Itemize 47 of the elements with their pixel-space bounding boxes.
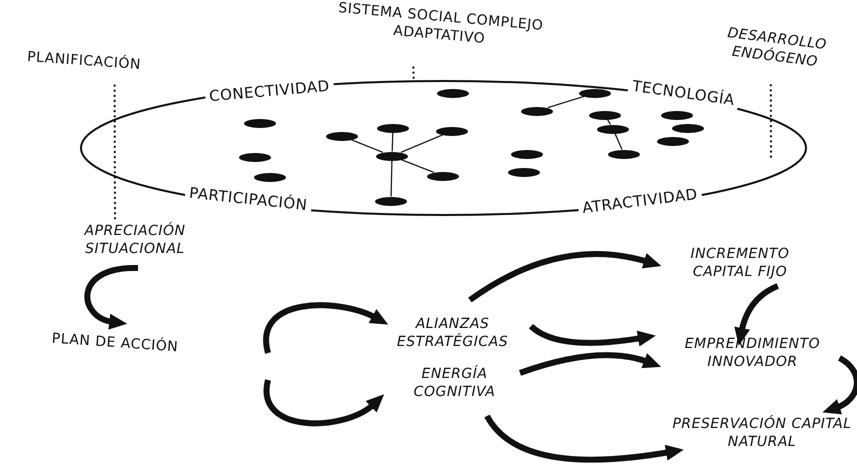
node-dot bbox=[326, 132, 358, 140]
concept-label: PLANIFICACIÓN bbox=[4, 46, 164, 76]
curved-arrow bbox=[263, 302, 389, 354]
connector-line bbox=[390, 160, 392, 197]
node-dot bbox=[437, 88, 469, 98]
concept-label: SISTEMA SOCIAL COMPLEJO ADAPTATIVO bbox=[328, 0, 552, 54]
curved-arrow bbox=[468, 251, 662, 302]
concept-label: EMPRENDIMIENTO INNOVADOR bbox=[660, 335, 845, 371]
dotted-line bbox=[770, 84, 772, 160]
concept-label: ENERGÍA COGNITIVA bbox=[392, 365, 517, 401]
curved-arrow bbox=[529, 324, 656, 346]
concept-label: PLAN DE ACCIÓN bbox=[30, 328, 200, 358]
node-dot bbox=[608, 150, 640, 158]
node-dot bbox=[508, 168, 540, 176]
curved-arrow bbox=[822, 355, 857, 414]
node-dot bbox=[521, 106, 553, 116]
node-dot bbox=[672, 124, 704, 132]
concept-label: INCREMENTO CAPITAL FIJO bbox=[670, 245, 810, 281]
curved-arrow bbox=[484, 414, 684, 463]
connector-line bbox=[614, 133, 623, 150]
concept-label: DESARROLLO ENDÓGENO bbox=[714, 22, 838, 74]
node-dot bbox=[511, 150, 543, 158]
concept-label: PRESERVACIÓN CAPITAL NATURAL bbox=[672, 415, 852, 451]
node-dot bbox=[375, 196, 407, 206]
concept-label: APRECIACIÓN SITUACIONAL bbox=[60, 222, 210, 258]
node-dot bbox=[244, 118, 276, 128]
node-dot bbox=[436, 126, 468, 136]
node-dot bbox=[239, 152, 271, 162]
connector-line bbox=[392, 132, 394, 152]
curved-arrow bbox=[264, 380, 386, 426]
connector-line bbox=[350, 139, 384, 153]
node-dot bbox=[579, 88, 611, 98]
connector-line bbox=[400, 134, 444, 153]
node-dot bbox=[589, 110, 621, 120]
curved-arrow bbox=[84, 265, 138, 329]
node-dot bbox=[377, 124, 409, 132]
node-dot bbox=[661, 110, 693, 120]
node-dot bbox=[376, 152, 408, 160]
connector-line bbox=[401, 159, 434, 173]
node-dot bbox=[597, 124, 629, 134]
node-dot bbox=[254, 172, 286, 182]
curved-arrow bbox=[519, 352, 662, 376]
node-dot bbox=[427, 172, 459, 180]
concept-label: ALIANZAS ESTRATÉGICAS bbox=[380, 315, 525, 351]
node-dot bbox=[657, 136, 689, 146]
curved-arrow bbox=[734, 283, 780, 346]
connector-line bbox=[548, 96, 584, 108]
